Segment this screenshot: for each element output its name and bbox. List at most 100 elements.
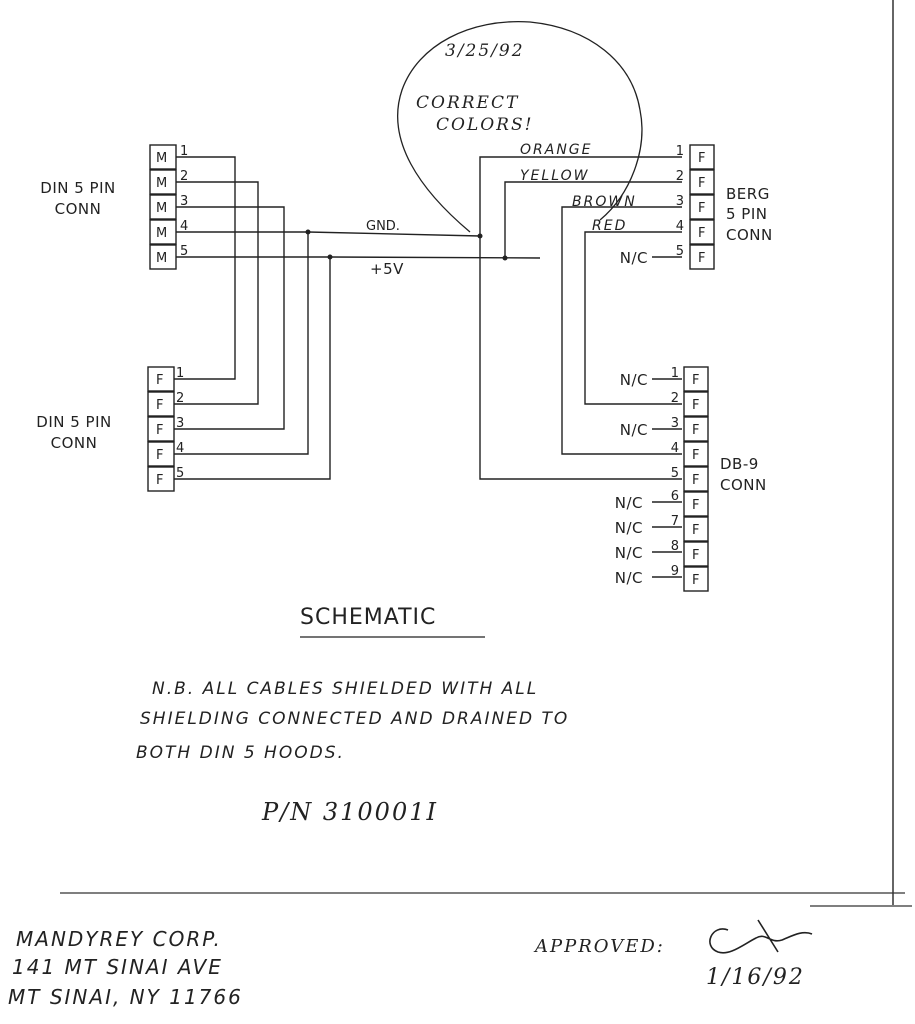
pin-number: 1 xyxy=(676,144,684,159)
berg-gender-letters: F F F F F xyxy=(698,151,705,266)
vcc-bus xyxy=(329,256,541,259)
pin-box xyxy=(147,366,175,392)
pin-number: 3 xyxy=(671,416,679,431)
pin-box xyxy=(683,466,709,492)
nc-labels: N/C N/C N/C N/C N/C N/C N/C xyxy=(615,249,648,587)
pin-box xyxy=(149,169,177,195)
pin-number: 4 xyxy=(176,441,184,456)
gender-letter: F xyxy=(692,523,699,538)
part-number: P/N 310001I xyxy=(261,798,438,826)
pin-box xyxy=(683,541,709,567)
gender-letter: F xyxy=(156,373,163,388)
pin-box xyxy=(147,441,175,467)
pin-number: 2 xyxy=(676,169,684,184)
din-top-label-line1: DIN 5 PIN xyxy=(40,179,115,197)
db9-gender-letters: F F F F F F F F F xyxy=(692,373,699,588)
company-address: MANDYREY CORP. 141 MT SINAI AVE MT SINAI… xyxy=(8,927,241,1009)
berg-pin-numbers: 1 2 3 4 5 xyxy=(676,144,684,259)
pin-number: 1 xyxy=(180,144,188,159)
pin-box xyxy=(149,144,177,170)
gender-letter: F xyxy=(692,373,699,388)
gender-letter: M xyxy=(156,176,167,191)
din-bottom-pin-numbers: 1 2 3 4 5 xyxy=(176,366,184,481)
din-bottom-gender-letters: F F F F F xyxy=(156,373,163,488)
wire-color-label-yellow: YELLOW xyxy=(520,168,589,184)
gender-letter: F xyxy=(692,448,699,463)
gender-letter: F xyxy=(698,201,705,216)
pin-box xyxy=(683,566,709,592)
pin-box xyxy=(689,144,715,170)
junction-orange-gnd xyxy=(477,233,483,239)
nc-label-db9-1: N/C xyxy=(620,371,648,389)
vcc-net-label: +5V xyxy=(370,260,404,278)
wire-color-label-orange: ORANGE xyxy=(520,142,593,158)
pin-box xyxy=(147,391,175,417)
pin-box xyxy=(149,244,177,270)
gender-letter: F xyxy=(698,151,705,166)
wire-color-label-brown: BROWN xyxy=(572,194,637,210)
din-bottom-label-line1: DIN 5 PIN xyxy=(36,413,111,431)
pin-number: 4 xyxy=(180,219,188,234)
pin-number: 6 xyxy=(671,489,679,504)
gender-letter: F xyxy=(156,398,163,413)
company-line2: 141 MT SINAI AVE xyxy=(12,955,223,979)
pin-box xyxy=(683,391,709,417)
wire-din-pin3 xyxy=(174,206,285,430)
pin-number: 9 xyxy=(671,564,679,579)
gender-letter: M xyxy=(156,151,167,166)
pin-number: 3 xyxy=(180,194,188,209)
db9-label-line1: DB-9 xyxy=(720,455,759,473)
annotation-line1: CORRECT xyxy=(416,93,519,113)
pin-number: 2 xyxy=(180,169,188,184)
pin-number: 4 xyxy=(671,441,679,456)
pin-box xyxy=(689,219,715,245)
pin-number: 5 xyxy=(671,466,679,481)
gnd-net-label: GND. xyxy=(366,219,400,234)
pin-number: 5 xyxy=(176,466,184,481)
pin-box xyxy=(147,416,175,442)
junction-dots xyxy=(305,229,508,261)
connector-din-top-body xyxy=(149,144,177,270)
db9-pin-numbers: 1 2 3 4 5 6 7 8 9 xyxy=(671,366,679,579)
nc-label-db9-8: N/C xyxy=(615,544,643,562)
connector-din-bottom-body xyxy=(147,366,175,492)
gender-letter: F xyxy=(156,473,163,488)
nc-label-db9-7: N/C xyxy=(615,519,643,537)
gender-letter: F xyxy=(698,251,705,266)
gender-letter: F xyxy=(692,573,699,588)
pin-number: 8 xyxy=(671,539,679,554)
nc-label-db9-9: N/C xyxy=(615,569,643,587)
approval-date: 1/16/92 xyxy=(706,965,805,990)
connector-db9-body xyxy=(683,366,709,592)
gender-letter: M xyxy=(156,201,167,216)
pin-number: 5 xyxy=(676,244,684,259)
pin-number: 3 xyxy=(676,194,684,209)
gnd-bus xyxy=(307,231,481,237)
pin-box xyxy=(683,516,709,542)
correction-bubble xyxy=(397,20,643,233)
din-bottom-label: DIN 5 PIN CONN xyxy=(36,413,111,452)
approved-label: APPROVED: xyxy=(533,936,665,957)
pin-number: 4 xyxy=(676,219,684,234)
gender-letter: F xyxy=(692,548,699,563)
wire-color-labels: ORANGE YELLOW BROWN RED xyxy=(520,142,637,234)
junction-gnd xyxy=(305,229,311,235)
pin-box xyxy=(149,194,177,220)
wire-red xyxy=(584,231,682,405)
wire-din-pin1 xyxy=(174,156,236,380)
note-block: N.B. ALL CABLES SHIELDED WITH ALL SHIELD… xyxy=(136,679,567,763)
gender-letter: F xyxy=(692,498,699,513)
junction-vcc xyxy=(327,254,333,260)
pin-box xyxy=(683,416,709,442)
berg-label-line2: 5 PIN xyxy=(726,205,768,223)
berg-label: BERG 5 PIN CONN xyxy=(726,185,772,244)
db9-label: DB-9 CONN xyxy=(720,455,766,494)
gender-letter: M xyxy=(156,251,167,266)
din-top-pin-numbers: 1 2 3 4 5 xyxy=(180,144,188,259)
gender-letter: M xyxy=(156,226,167,241)
wire-brown xyxy=(561,206,682,455)
pin-box xyxy=(149,219,177,245)
pin-box xyxy=(683,366,709,392)
schematic-title: SCHEMATIC xyxy=(300,605,436,630)
din-top-label-line2: CONN xyxy=(55,200,102,218)
